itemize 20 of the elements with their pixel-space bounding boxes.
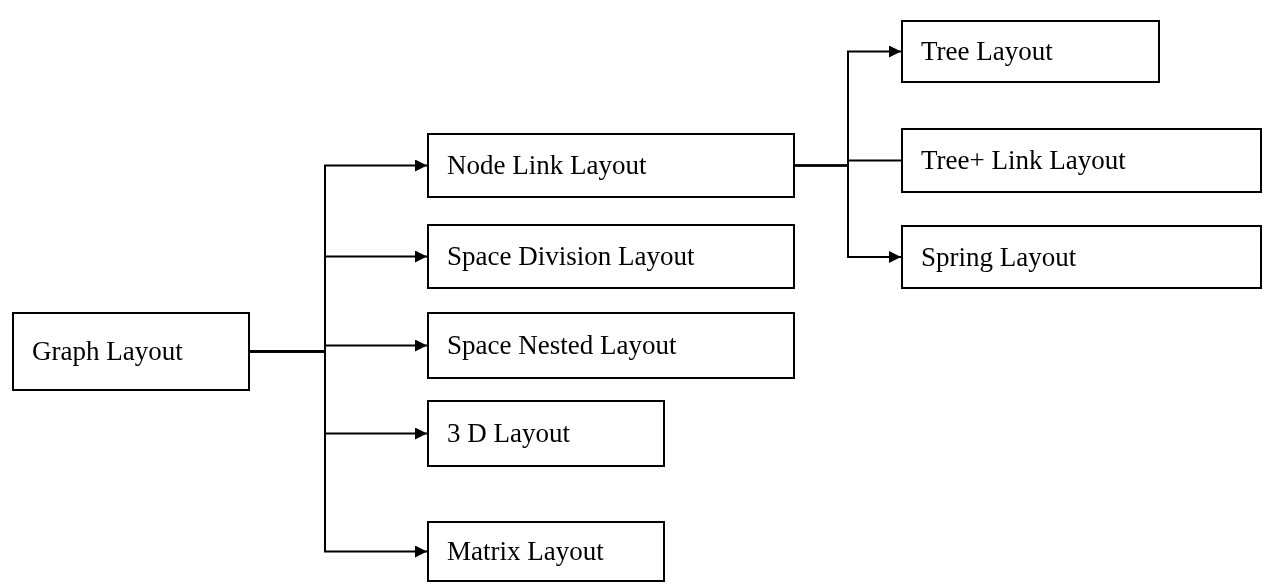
connector-arrow [249, 350, 428, 558]
layout-box [427, 133, 795, 198]
layout-box [427, 312, 795, 379]
connector-arrow [794, 164, 902, 263]
node-label: Node Link Layout [447, 150, 647, 181]
node-label: Tree Layout [921, 36, 1053, 67]
layout-box [12, 312, 250, 391]
layout-box [427, 400, 665, 467]
node-label: Space Division Layout [447, 241, 695, 272]
layout-box [901, 225, 1262, 289]
node-label: Space Nested Layout [447, 330, 677, 361]
node-label: Graph Layout [32, 336, 183, 367]
node-label: Matrix Layout [447, 536, 604, 567]
layout-box [427, 521, 665, 582]
layout-box [901, 20, 1160, 83]
node-label: Tree+ Link Layout [921, 145, 1126, 176]
layout-box [427, 224, 795, 289]
node-label: Spring Layout [921, 241, 1077, 273]
node-label: 3 D Layout [447, 418, 570, 449]
layout-box [901, 128, 1262, 193]
